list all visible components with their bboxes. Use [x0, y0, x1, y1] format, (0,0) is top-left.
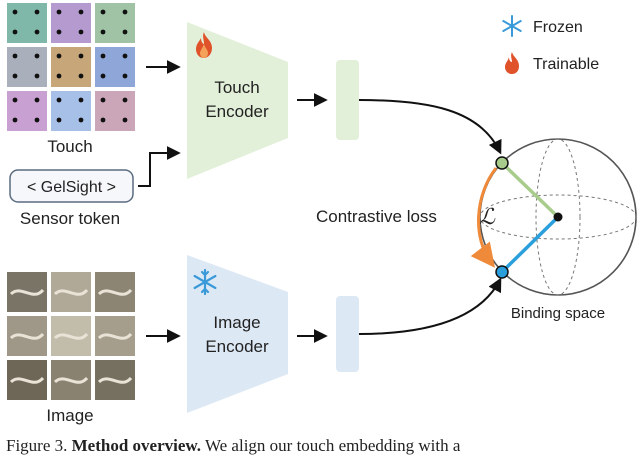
image-rock-texture — [53, 332, 89, 340]
touch-marker-dot — [12, 73, 18, 79]
touch-image-grid — [7, 3, 135, 131]
touch-tile — [7, 3, 47, 43]
image-rock-texture — [97, 332, 133, 340]
image-embedding — [336, 296, 359, 372]
touch-marker-dot — [100, 117, 106, 123]
touch-marker-dot — [56, 9, 62, 15]
touch-marker-dot — [34, 117, 40, 123]
touch-marker-dot — [122, 73, 128, 79]
image-point — [495, 265, 509, 279]
caption-title: Method overview. — [71, 436, 201, 455]
touch-tile — [51, 47, 91, 87]
touch-marker-dot — [122, 29, 128, 35]
touch-embedding-arrow — [358, 99, 502, 155]
touch-marker-dot — [122, 117, 128, 123]
touch-marker-dot — [12, 29, 18, 35]
touch-vector — [500, 161, 560, 219]
touch-marker-dot — [56, 29, 62, 35]
touch-marker-dot — [56, 117, 62, 123]
touch-marker-dot — [100, 97, 106, 103]
legend-frozen: Frozen — [533, 19, 583, 36]
touch-marker-dot — [100, 53, 106, 59]
image-rock-texture — [97, 288, 133, 296]
token-to-encoder-arrow — [138, 146, 181, 187]
touch-encoder-line1: Touch — [214, 78, 259, 97]
snowflake-icon — [193, 268, 217, 296]
touch-marker-dot — [12, 97, 18, 103]
touch-marker-dot — [100, 9, 106, 15]
sensor-token-text: < GelSight > — [27, 179, 116, 196]
touch-encoder-line2: Encoder — [205, 102, 269, 121]
touch-marker-dot — [56, 73, 62, 79]
image-rock-texture — [9, 332, 45, 340]
image-encoder-line1: Image — [213, 313, 260, 332]
image-grid — [7, 272, 135, 400]
touch-encoder — [187, 22, 288, 179]
touch-tile — [51, 3, 91, 43]
binding-space-label: Binding space — [511, 305, 605, 322]
touch-marker-dot — [78, 9, 84, 15]
touch-marker-dot — [78, 117, 84, 123]
sensor-token-box — [9, 169, 134, 203]
touch-marker-dot — [78, 29, 84, 35]
touch-marker-dot — [12, 53, 18, 59]
image-vector — [500, 215, 560, 274]
touch-marker-dot — [34, 97, 40, 103]
image-rock-texture — [9, 376, 45, 384]
touch-marker-dot — [56, 53, 62, 59]
touch-marker-dot — [34, 29, 40, 35]
touch-marker-dot — [78, 97, 84, 103]
image-encoder-line2: Encoder — [205, 337, 269, 356]
flame-legend-icon — [505, 52, 519, 74]
loss-symbol: ℒ — [479, 205, 496, 230]
touch-tile — [95, 47, 135, 87]
touch-point — [495, 156, 509, 170]
touch-tile — [7, 91, 47, 131]
touch-marker-dot — [100, 73, 106, 79]
touch-tile — [95, 3, 135, 43]
caption-text: We align our touch embedding with a — [204, 436, 461, 455]
touch-tile — [95, 91, 135, 131]
image-encoder — [187, 255, 288, 413]
contrastive-loss-label: Contrastive loss — [316, 207, 437, 226]
sensor-token-label: Sensor token — [20, 209, 120, 228]
snowflake-legend-icon — [502, 15, 522, 37]
touch-tile — [51, 91, 91, 131]
touch-marker-dot — [34, 9, 40, 15]
image-rock-texture — [53, 288, 89, 296]
touch-marker-dot — [78, 73, 84, 79]
image-rock-texture — [9, 288, 45, 296]
contrastive-arc — [470, 167, 498, 268]
touch-marker-dot — [34, 73, 40, 79]
image-rock-texture — [97, 376, 133, 384]
touch-marker-dot — [122, 97, 128, 103]
touch-marker-dot — [56, 97, 62, 103]
image-label: Image — [46, 406, 93, 425]
touch-marker-dot — [12, 117, 18, 123]
legend-trainable: Trainable — [533, 56, 599, 73]
caption-prefix: Figure 3. — [6, 436, 68, 455]
touch-label: Touch — [47, 137, 92, 156]
image-embedding-arrow — [358, 277, 502, 335]
touch-marker-dot — [34, 53, 40, 59]
flame-icon — [196, 32, 212, 58]
figure-caption: Figure 3. Method overview. We align our … — [6, 436, 640, 458]
sphere-center — [553, 212, 563, 222]
touch-marker-dot — [100, 29, 106, 35]
touch-marker-dot — [122, 9, 128, 15]
image-rock-texture — [53, 376, 89, 384]
touch-marker-dot — [12, 9, 18, 15]
touch-marker-dot — [122, 53, 128, 59]
touch-embedding — [336, 60, 359, 140]
touch-tile — [7, 47, 47, 87]
touch-marker-dot — [78, 53, 84, 59]
